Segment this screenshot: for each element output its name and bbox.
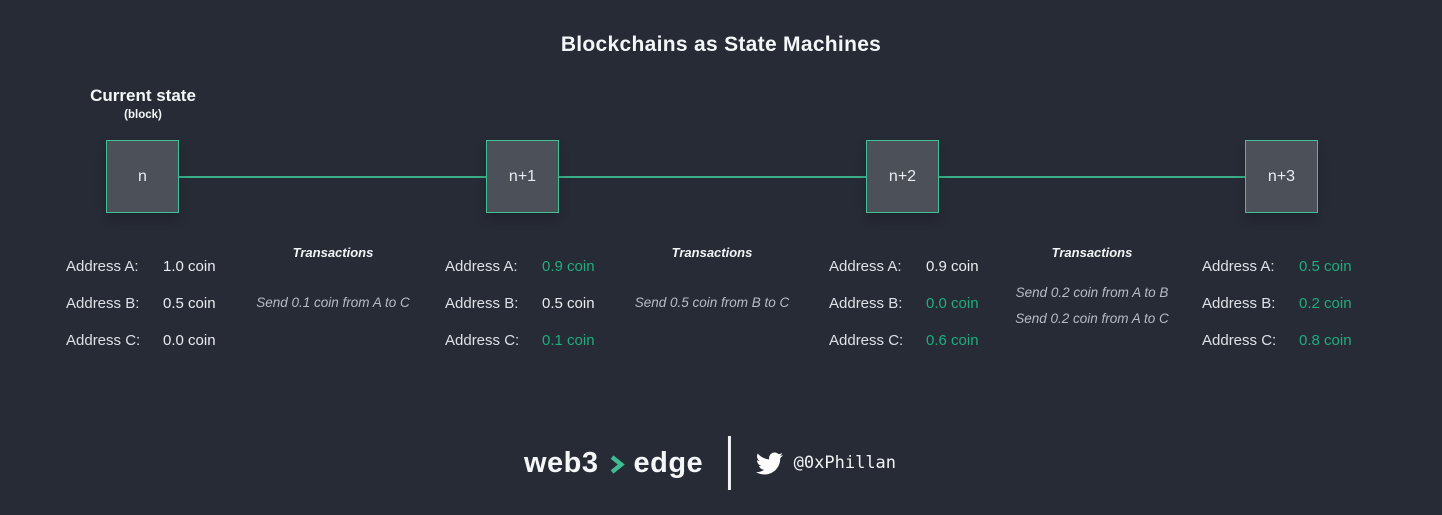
address-value: 0.0 coin xyxy=(926,295,979,312)
state-column-n: Address A: 1.0 coin Address B: 0.5 coin … xyxy=(66,248,216,359)
block-label: n+1 xyxy=(508,167,537,185)
block-label: n+3 xyxy=(1267,167,1296,185)
address-label: Address C: xyxy=(66,332,141,349)
block-label: n+2 xyxy=(888,167,917,185)
transaction-line: Send 0.2 coin from A to B xyxy=(1015,285,1169,300)
web3edge-logo: web3 edge xyxy=(524,447,703,480)
address-label: Address A: xyxy=(445,258,518,275)
address-row: Address A: 1.0 coin xyxy=(66,248,216,285)
address-value: 0.6 coin xyxy=(926,332,979,349)
page-title: Blockchains as State Machines xyxy=(560,33,882,56)
logo-web3-text: web3 xyxy=(523,446,599,479)
state-column-n-plus-3: Address A: 0.5 coin Address B: 0.2 coin … xyxy=(1202,248,1352,359)
address-label: Address A: xyxy=(1202,258,1275,275)
address-value: 0.9 coin xyxy=(542,258,595,275)
logo-edge-text: edge xyxy=(633,446,704,479)
address-value: 0.0 coin xyxy=(163,332,216,349)
block-n-plus-2: n+2 xyxy=(866,140,939,213)
block-n-plus-3: n+3 xyxy=(1245,140,1318,213)
chain-connector-line xyxy=(143,176,1282,178)
address-row: Address A: 0.5 coin xyxy=(1202,248,1352,285)
transactions-group-3: Transactions Send 0.2 coin from A to B S… xyxy=(932,245,1252,355)
address-label: Address C: xyxy=(445,332,520,349)
transactions-group-1: Transactions Send 0.1 coin from A to C xyxy=(173,245,493,355)
address-label: Address A: xyxy=(829,258,902,275)
transactions-group-2: Transactions Send 0.5 coin from B to C xyxy=(552,245,872,355)
address-label: Address C: xyxy=(829,332,904,349)
twitter-handle: @0xPhillan xyxy=(793,453,897,473)
address-row: Address B: 0.2 coin xyxy=(1202,285,1352,322)
address-value: 0.9 coin xyxy=(926,258,979,275)
address-label: Address B: xyxy=(445,295,519,312)
current-state-title: Current state xyxy=(90,86,196,105)
transactions-heading: Transactions xyxy=(1051,245,1133,260)
transactions-heading: Transactions xyxy=(292,245,374,260)
address-row: Address B: 0.5 coin xyxy=(445,285,595,322)
transaction-line: Send 0.2 coin from A to C xyxy=(1015,311,1169,326)
address-row: Address B: 0.0 coin xyxy=(829,285,979,322)
address-row: Address C: 0.8 coin xyxy=(1202,322,1352,359)
footer: web3 edge @0xPhillan xyxy=(524,434,896,492)
current-state-label: Current state (block) xyxy=(90,86,196,121)
address-row: Address C: 0.6 coin xyxy=(829,322,979,359)
address-value: 1.0 coin xyxy=(163,258,216,275)
transaction-line: Send 0.5 coin from B to C xyxy=(634,295,790,310)
transactions-heading: Transactions xyxy=(671,245,753,260)
address-value: 0.1 coin xyxy=(542,332,595,349)
chevron-right-icon xyxy=(605,454,626,475)
twitter-credit: @0xPhillan xyxy=(755,450,897,477)
address-value: 0.5 coin xyxy=(163,295,216,312)
address-label: Address B: xyxy=(66,295,140,312)
twitter-bird-icon xyxy=(755,450,783,477)
address-row: Address A: 0.9 coin xyxy=(829,248,979,285)
address-value: 0.5 coin xyxy=(542,295,595,312)
address-row: Address C: 0.0 coin xyxy=(66,322,216,359)
block-n: n xyxy=(106,140,179,213)
block-label: n xyxy=(138,167,147,185)
address-row: Address B: 0.5 coin xyxy=(66,285,216,322)
address-label: Address C: xyxy=(1202,332,1277,349)
transaction-line: Send 0.1 coin from A to C xyxy=(256,295,410,310)
block-n-plus-1: n+1 xyxy=(486,140,559,213)
address-value: 0.8 coin xyxy=(1299,332,1352,349)
current-state-subtitle: (block) xyxy=(124,109,162,121)
address-row: Address A: 0.9 coin xyxy=(445,248,595,285)
address-label: Address B: xyxy=(829,295,903,312)
address-value: 0.2 coin xyxy=(1299,295,1352,312)
state-column-n-plus-2: Address A: 0.9 coin Address B: 0.0 coin … xyxy=(829,248,979,359)
address-row: Address C: 0.1 coin xyxy=(445,322,595,359)
address-label: Address B: xyxy=(1202,295,1276,312)
state-column-n-plus-1: Address A: 0.9 coin Address B: 0.5 coin … xyxy=(445,248,595,359)
address-label: Address A: xyxy=(66,258,139,275)
footer-divider xyxy=(728,436,731,490)
address-value: 0.5 coin xyxy=(1299,258,1352,275)
